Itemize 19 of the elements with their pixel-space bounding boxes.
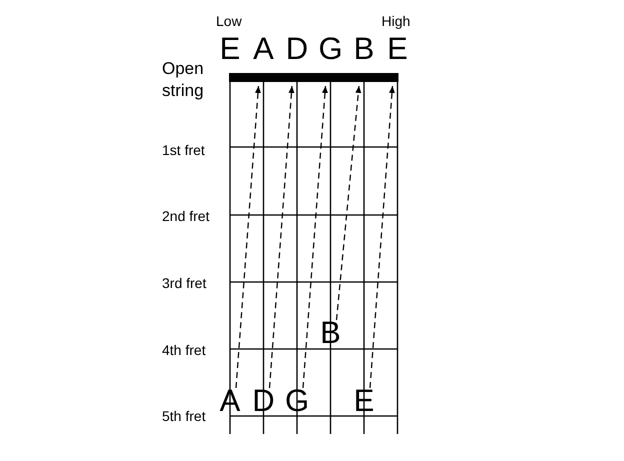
fret-label: 4th fret [162, 342, 206, 358]
fret-label: 2nd fret [162, 208, 210, 224]
note-letter: A [253, 36, 274, 62]
arrow [369, 86, 395, 388]
string-pitch-label: Low [216, 14, 242, 28]
string-pitch-label: High [382, 14, 410, 28]
note-letter: G [318, 36, 343, 62]
row-label: Open string [162, 58, 205, 102]
arrow [268, 86, 294, 388]
fret-label: 3rd fret [162, 275, 206, 291]
arrow [336, 86, 362, 320]
note-letter: E [387, 36, 408, 62]
note-letter: D [286, 36, 308, 62]
arrow [302, 86, 328, 388]
arrow [235, 86, 261, 388]
fret-label: 1st fret [162, 142, 205, 158]
note-letter: B [354, 36, 374, 62]
note-letter: E [220, 36, 240, 62]
fret-label: 5th fret [162, 408, 206, 424]
